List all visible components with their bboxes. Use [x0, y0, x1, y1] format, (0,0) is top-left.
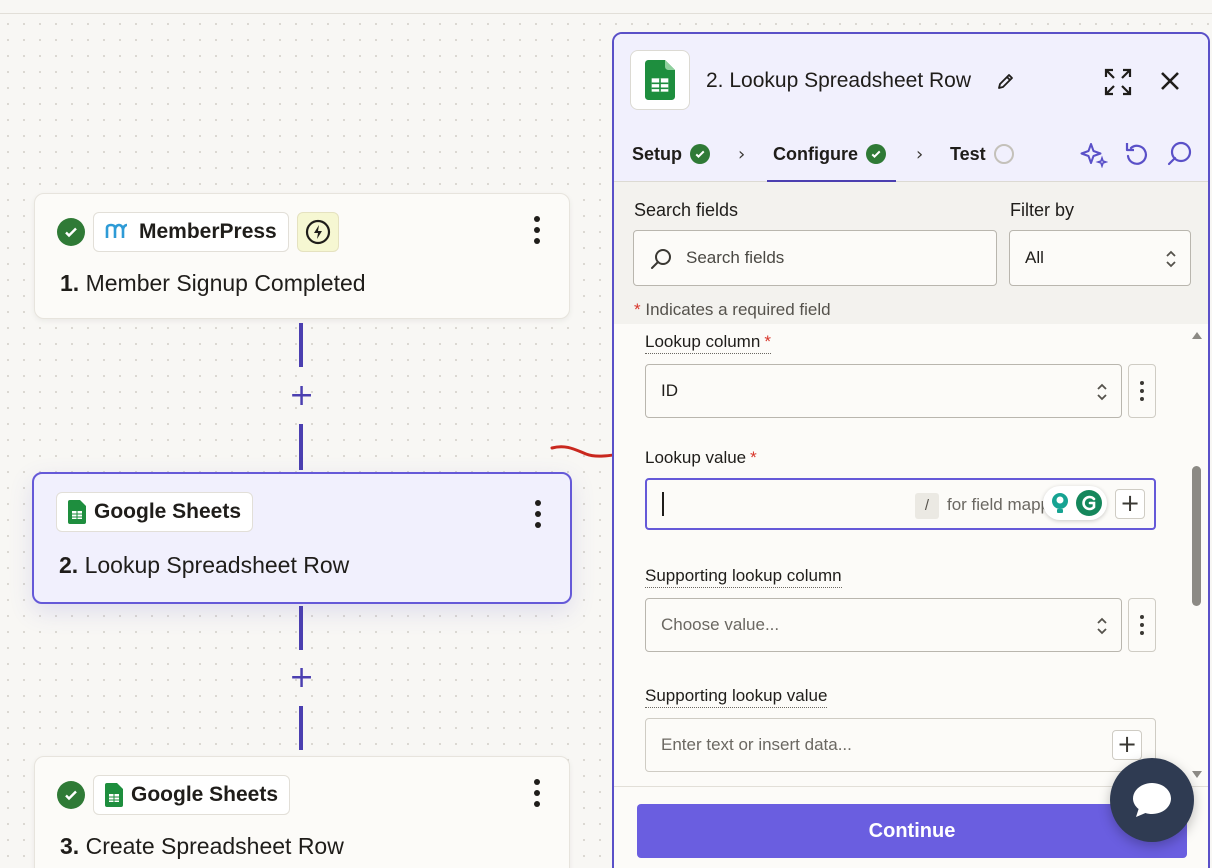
connector-line [299, 424, 303, 470]
app-name: Google Sheets [94, 500, 242, 523]
supporting-lookup-column-label: Supporting lookup column [645, 566, 842, 588]
select-arrows-icon [1097, 617, 1107, 635]
step-title: 1. Member Signup Completed [60, 270, 366, 296]
filter-by-select[interactable]: All [1009, 230, 1191, 286]
insert-data-button[interactable]: + [1112, 730, 1142, 760]
add-step-button[interactable]: + [289, 660, 315, 695]
app-chip-memberpress: MemberPress [93, 212, 289, 252]
step-menu-button[interactable] [534, 500, 542, 528]
google-sheets-icon [630, 50, 690, 110]
field-options-button[interactable] [1128, 598, 1156, 652]
slash-shortcut-badge: / [915, 493, 939, 519]
search-fields-label: Search fields [634, 200, 739, 220]
top-bar [0, 0, 1212, 14]
check-icon [866, 144, 886, 164]
step-title: 2. Lookup Spreadsheet Row [59, 552, 350, 578]
lookup-value-label: Lookup value* [645, 448, 757, 467]
chevron-right-icon: › [738, 144, 746, 165]
app-name: Google Sheets [131, 783, 279, 806]
step-menu-button[interactable] [533, 216, 541, 244]
add-step-button[interactable]: + [289, 378, 315, 413]
text-caret [662, 492, 664, 516]
google-sheets-icon [68, 500, 86, 524]
chat-bubble-icon [1133, 783, 1171, 817]
app-chip-google-sheets: Google Sheets [93, 775, 291, 815]
step-title: 3. Create Spreadsheet Row [60, 833, 344, 859]
check-icon [690, 144, 711, 164]
check-icon [57, 218, 85, 246]
supporting-lookup-value-label: Supporting lookup value [645, 686, 828, 708]
supporting-lookup-column-select[interactable]: Choose value... [645, 598, 1122, 652]
connector-line [299, 606, 303, 650]
supporting-lookup-value-input[interactable]: Enter text or insert data... + [645, 718, 1156, 772]
grammarly-widget[interactable] [1043, 486, 1107, 520]
app-chip-google-sheets: Google Sheets [56, 492, 254, 532]
step-card-3[interactable]: Google Sheets 3. Create Spreadsheet Row [34, 756, 570, 868]
lookup-value-input[interactable]: / for field mapping + [645, 478, 1156, 530]
check-icon [57, 781, 85, 809]
connector-line [299, 323, 303, 367]
lookup-column-select[interactable]: ID [645, 364, 1122, 418]
filter-by-label: Filter by [1010, 200, 1075, 220]
chat-support-button[interactable] [1110, 758, 1194, 842]
chevron-right-icon: › [916, 144, 924, 165]
select-arrows-icon [1166, 250, 1176, 268]
app-name: MemberPress [139, 220, 277, 243]
step-card-1[interactable]: MemberPress 1. Member Signup Completed [34, 193, 570, 319]
field-filter-area: Search fields Filter by Search fields Al… [614, 182, 1208, 324]
undo-icon[interactable] [1124, 140, 1150, 168]
step-card-2[interactable]: Google Sheets 2. Lookup Spreadsheet Row [32, 472, 572, 604]
memberpress-logo-icon [105, 223, 128, 238]
lightbulb-icon [1052, 493, 1068, 513]
field-mapping-hint: for field mapping [947, 495, 1047, 514]
continue-button[interactable]: Continue [637, 804, 1187, 858]
grammarly-g-icon [1076, 490, 1102, 516]
search-icon [651, 249, 671, 269]
comment-search-icon[interactable] [1166, 140, 1192, 168]
lookup-column-label: Lookup column* [645, 332, 771, 354]
step-editor-panel: 2. Lookup Spreadsheet Row Setup › Config… [612, 32, 1210, 868]
tab-configure[interactable]: Configure [767, 126, 896, 183]
select-arrows-icon [1097, 383, 1107, 401]
search-fields-input[interactable]: Search fields [633, 230, 997, 286]
scroll-up-arrow-icon[interactable] [1191, 330, 1203, 340]
panel-title: 2. Lookup Spreadsheet Row [706, 69, 972, 92]
ai-sparkle-icon[interactable] [1080, 140, 1108, 168]
tab-test[interactable]: Test [950, 126, 1014, 182]
tab-setup[interactable]: Setup [632, 126, 711, 182]
edit-title-pencil-icon[interactable] [996, 71, 1016, 91]
field-options-button[interactable] [1128, 364, 1156, 418]
required-note: * Indicates a required field [634, 300, 831, 319]
scrollbar[interactable] [1188, 330, 1206, 790]
trigger-bolt-icon [296, 212, 339, 252]
insert-data-button[interactable]: + [1115, 489, 1145, 519]
step-tabs: Setup › Configure › Test [614, 126, 1208, 183]
google-sheets-icon [105, 783, 123, 807]
expand-icon[interactable] [1104, 68, 1132, 96]
scroll-down-arrow-icon[interactable] [1191, 770, 1203, 780]
panel-header: 2. Lookup Spreadsheet Row [614, 34, 1208, 126]
step-menu-button[interactable] [533, 779, 541, 807]
panel-footer: Continue [614, 786, 1208, 868]
close-icon[interactable] [1158, 69, 1182, 93]
scrollbar-thumb[interactable] [1192, 466, 1201, 606]
connector-line [299, 706, 303, 750]
pending-circle-icon [993, 144, 1014, 164]
